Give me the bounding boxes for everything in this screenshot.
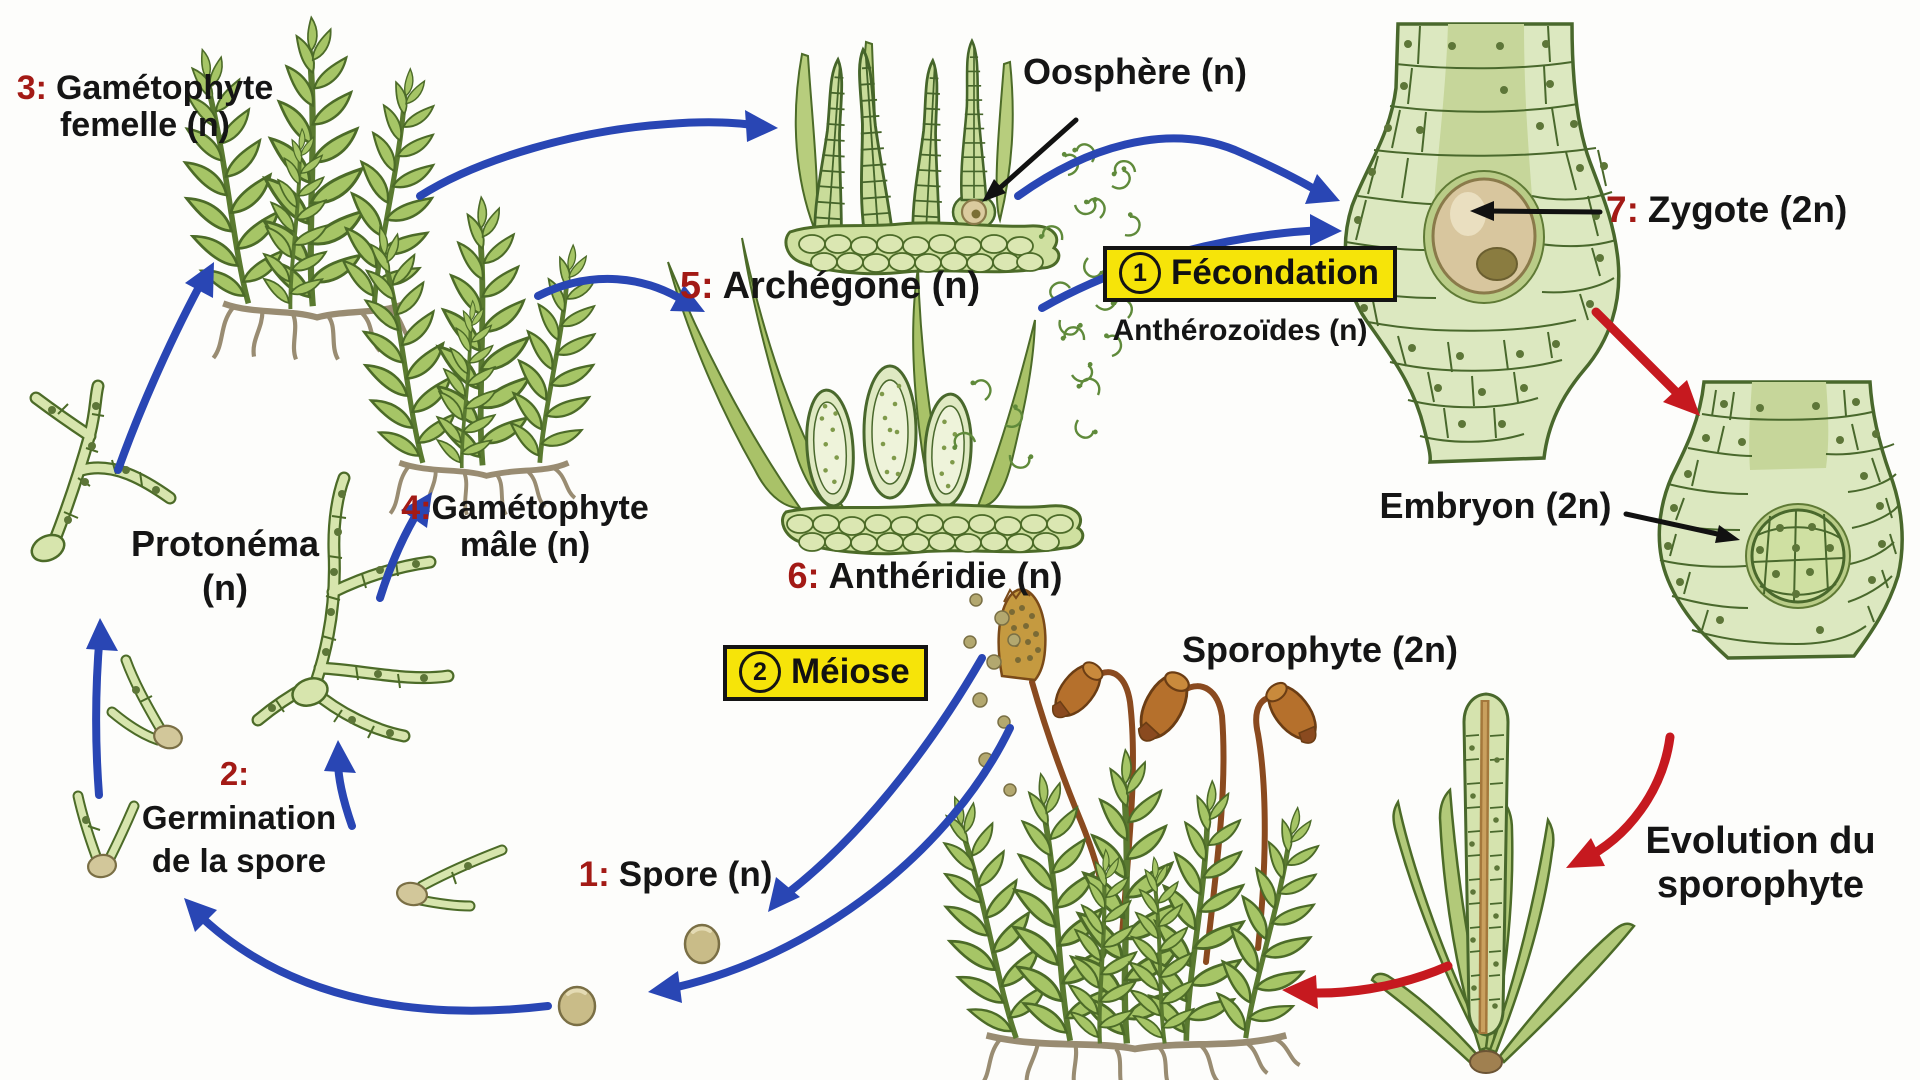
step-number-6: 6:: [787, 555, 820, 596]
label-germination: 2: Germination de la spore: [128, 752, 350, 883]
label-protonema: Protonéma (n): [130, 523, 320, 608]
haploid-arrowheads: [86, 110, 1342, 1003]
label-antherozoides: Anthérozoïdes (n): [1112, 314, 1368, 347]
label-spore: 1:Spore (n): [578, 855, 773, 894]
step-number-4: 4:: [401, 489, 432, 527]
sporophyte-illustration: [910, 586, 1342, 1080]
label-oosphere: Oosphère (n): [1022, 51, 1247, 92]
pointer-embryon: [1623, 511, 1725, 538]
arrow-antherozoides-to-zygote-upper: [1014, 134, 1330, 200]
arrow-male-gametophyte-to-antheridie: [534, 274, 696, 310]
protonema-center-illustration: [251, 471, 455, 743]
spore-illustrations: [557, 923, 721, 1027]
label-evolution-sporophyte: Evolution du sporophyte: [1645, 820, 1876, 906]
arrow-female-gametophyte-to-archegone: [416, 118, 766, 200]
step-number-5: 5:: [679, 265, 714, 307]
step-circle-1: 1: [1119, 252, 1161, 294]
step-number-3: 3:: [16, 69, 47, 107]
male-gametophyte-illustration: [336, 197, 615, 515]
meiose-box: 2 Méiose: [723, 645, 928, 701]
arrow-germination-to-protonema-left: [92, 628, 104, 799]
arrow-spore-to-germination: [192, 908, 552, 1015]
step-circle-2: 2: [739, 651, 781, 693]
label-zygote: 7:Zygote (2n): [1606, 189, 1848, 230]
label-pointer-heads: [982, 179, 1740, 543]
arrow-protonema-to-female-gametophyte: [114, 270, 210, 474]
arrow-meiose-to-spore-2: [660, 724, 1014, 994]
label-embryon: Embryon (2n): [1379, 485, 1612, 526]
embryon-illustration: [1657, 380, 1904, 660]
step-number-7: 7:: [1606, 189, 1639, 230]
step-number-2: 2:: [219, 755, 250, 792]
haploid-cycle-arrows: [92, 118, 1330, 1015]
label-gametophyte-male: 4:Gamétophyte mâle (n): [401, 489, 649, 565]
germinating-spore-illustrations: [72, 654, 508, 912]
antheridie-illustration: [667, 237, 1085, 556]
step-number-1: 1:: [578, 855, 610, 894]
archegone-illustration: [784, 39, 1061, 276]
pointer-oosphere: [989, 117, 1079, 198]
diploid-arrowheads: [1282, 380, 1700, 1009]
arrow-meiose-to-spore-1: [772, 654, 986, 906]
protonema-left-illustration: [29, 379, 177, 563]
falling-spores: [963, 593, 1021, 797]
label-gametophyte-femelle: 3:Gamétophyte femelle (n): [16, 69, 274, 145]
label-pointer-arrows: [989, 117, 1725, 538]
label-archegone: 5:Archégone (n): [679, 265, 981, 307]
embryo-cell-mass: [1750, 508, 1846, 604]
young-sporophyte-illustration: [1370, 692, 1636, 1074]
label-antheridie: 6:Anthéridie (n): [787, 555, 1063, 596]
fecondation-box: 1 Fécondation: [1103, 246, 1398, 302]
pointer-zygote: [1483, 208, 1603, 215]
label-sporophyte: Sporophyte (2n): [1182, 629, 1458, 670]
zygote-illustration: [1343, 22, 1621, 464]
